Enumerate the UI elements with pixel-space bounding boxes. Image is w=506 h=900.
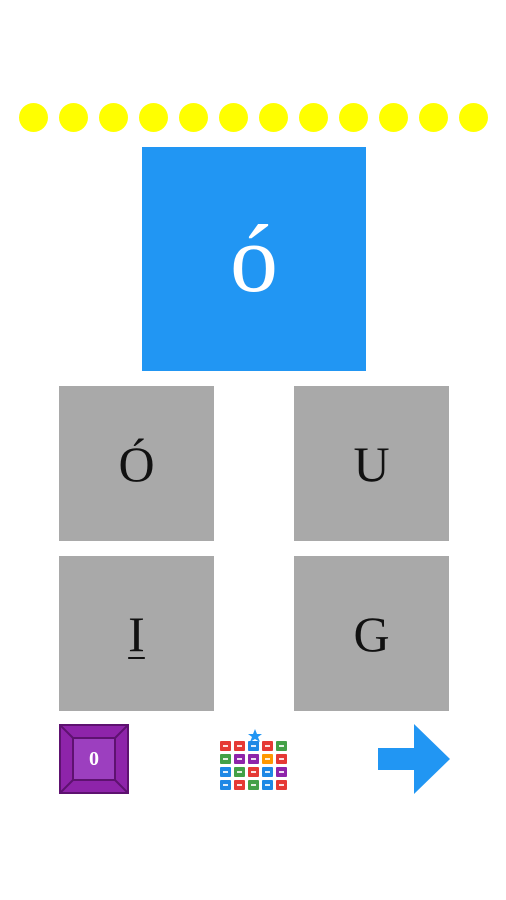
progress-dot: [419, 103, 448, 132]
progress-dot: [19, 103, 48, 132]
progress-dot: [59, 103, 88, 132]
choice-tile[interactable]: U: [294, 386, 449, 541]
choice-tile[interactable]: I: [59, 556, 214, 711]
choice-tile[interactable]: G: [294, 556, 449, 711]
score-frame-icon: [59, 724, 129, 794]
progress-dot: [99, 103, 128, 132]
levels-button[interactable]: [218, 729, 292, 791]
progress-dot: [139, 103, 168, 132]
choice-letter: U: [353, 435, 390, 492]
progress-dot: [299, 103, 328, 132]
score-button[interactable]: 0: [59, 724, 129, 794]
progress-dot: [459, 103, 488, 132]
progress-dot: [259, 103, 288, 132]
next-button[interactable]: [378, 724, 450, 794]
level-grid-icon: [220, 729, 287, 790]
target-letter: ó: [230, 205, 278, 312]
choice-tile[interactable]: Ó: [59, 386, 214, 541]
choice-letter: G: [353, 605, 390, 662]
arrow-right-icon: [378, 724, 450, 794]
progress-dot: [179, 103, 208, 132]
progress-dots: [19, 103, 488, 132]
choice-letter: Ó: [118, 435, 155, 492]
choice-letter: I: [128, 605, 145, 662]
progress-dot: [219, 103, 248, 132]
target-letter-card: ó: [142, 147, 366, 371]
score-value: 0: [89, 747, 99, 770]
progress-dot: [379, 103, 408, 132]
progress-dot: [339, 103, 368, 132]
